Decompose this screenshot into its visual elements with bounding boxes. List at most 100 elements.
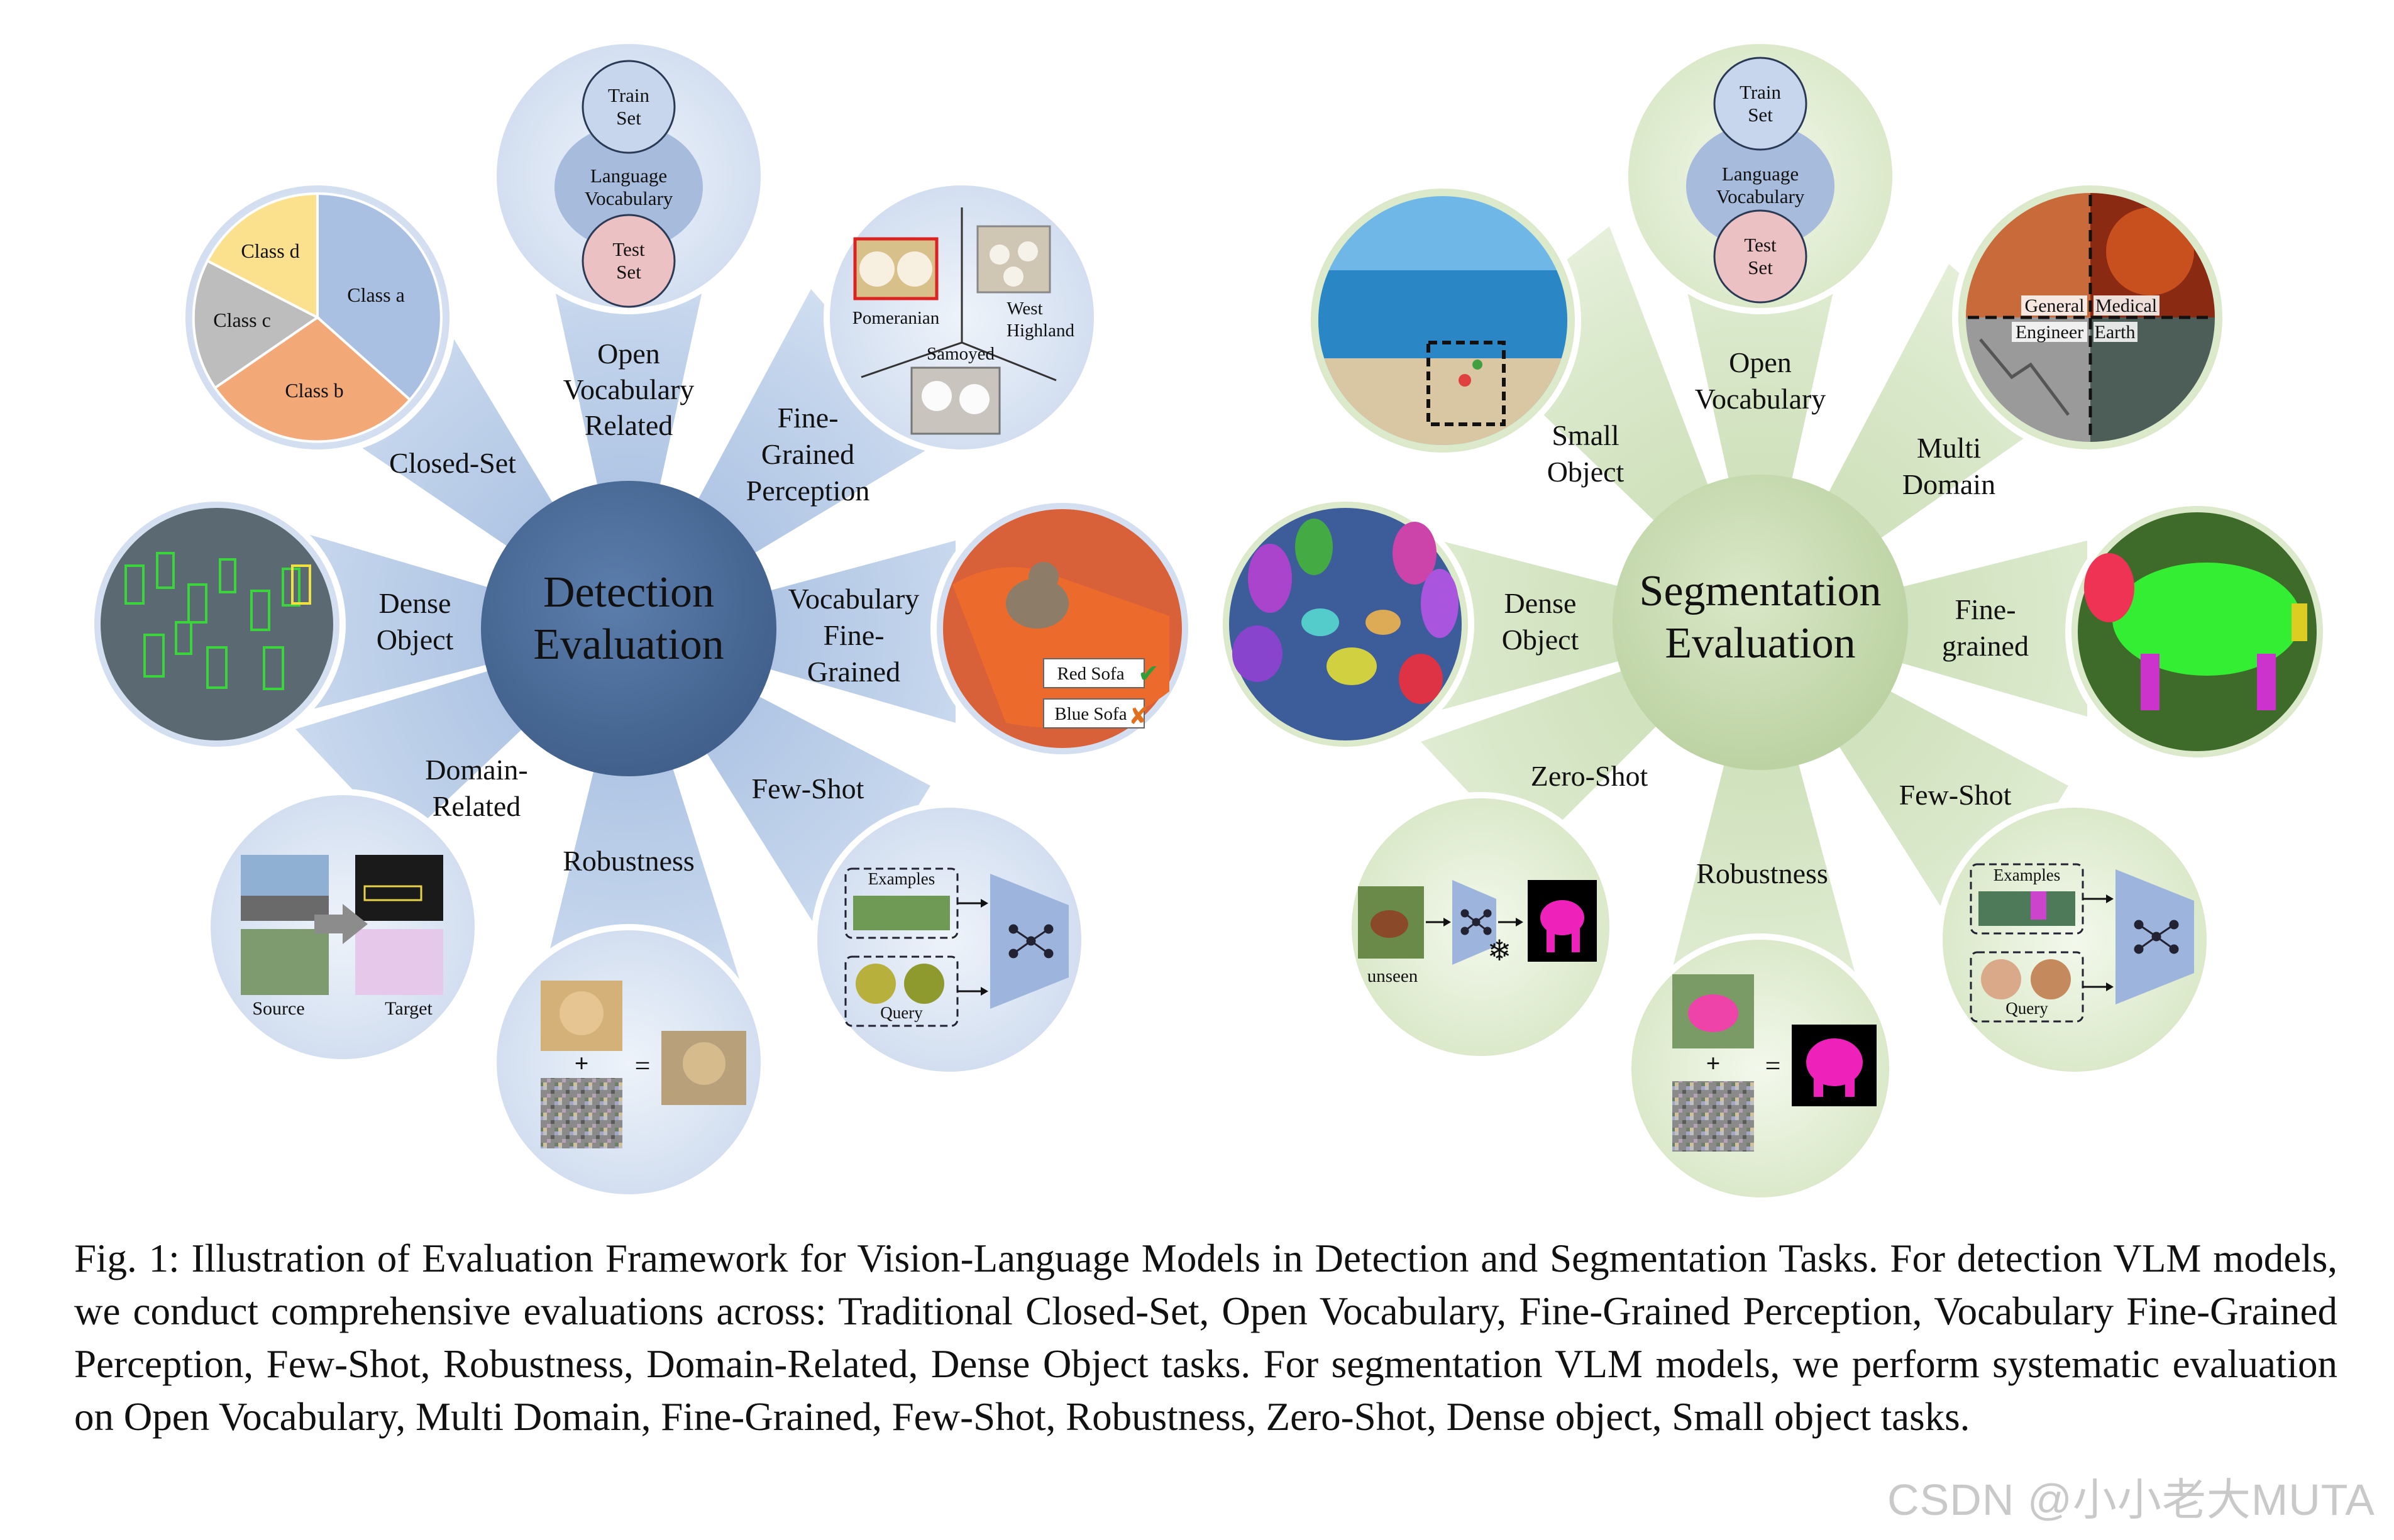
det-center-line2: Evaluation: [533, 620, 724, 669]
pie-label-class-d: Class d: [241, 239, 299, 262]
crowd-image: [101, 508, 333, 740]
seg-petal-robustness: [1660, 622, 1867, 1018]
seg-robust-equals-sign: =: [1765, 1050, 1781, 1081]
domain-earth: Earth: [2095, 322, 2136, 343]
snowflake-icon: ❄: [1487, 935, 1512, 967]
det-label-few-shot: Few-Shot: [752, 773, 864, 805]
seg-center-line1: Segmentation: [1640, 567, 1882, 615]
det-label-vocfine-line2: Fine-: [823, 619, 884, 651]
det-petal-dense: [308, 534, 629, 710]
seg-label-open-line1: Open: [1729, 346, 1792, 378]
det-few-shot-node: Examples Query: [811, 801, 1088, 1078]
breed-samoyed: Samoyed: [927, 344, 995, 364]
seg-label-fine-line2: grained: [1942, 630, 2029, 662]
seg-label-zero-shot: Zero-Shot: [1531, 760, 1648, 792]
det-label-open-line2: Vocabulary: [563, 373, 695, 405]
det-label-vocfine-line3: Grained: [807, 656, 900, 688]
seg-few-shot-examples-label: Examples: [1994, 866, 2060, 884]
query-bird-1: [856, 964, 896, 1004]
seg-multi-domain-node: General Medical Engineer Earth: [1952, 179, 2229, 456]
breed-west-line2: Highland: [1007, 321, 1074, 341]
robust-plus-sign: +: [575, 1049, 589, 1077]
sofa-red-check-icon: ✔: [1138, 659, 1159, 688]
pie-slice-class-c: [192, 259, 320, 390]
sofa-blue-label: Blue Sofa: [1054, 704, 1127, 724]
det-label-robustness: Robustness: [563, 845, 695, 877]
venn-test-line1: Test: [612, 238, 645, 260]
det-label-domain-line2: Related: [433, 790, 521, 822]
det-center-line1: Detection: [543, 568, 714, 617]
seg-fine-grained-node: [2065, 500, 2329, 764]
det-dense-node: [88, 495, 346, 753]
seg-query-dog-1: [1981, 959, 2021, 999]
zero-shot-unseen-label: unseen: [1367, 966, 1418, 986]
seg-label-multi-line2: Domain: [1902, 468, 1995, 500]
examples-image: [853, 896, 950, 930]
seg-label-robustness: Robustness: [1696, 857, 1828, 889]
seg-center-line2: Evaluation: [1665, 619, 1855, 668]
seg-small-object-node: [1305, 182, 1581, 459]
seg-label-small-line2: Object: [1547, 456, 1624, 488]
seg-examples-image: [1978, 891, 2075, 926]
domain-medical: Medical: [2095, 295, 2157, 316]
seg-petal-dense: [1440, 541, 1760, 710]
seg-label-multi-line1: Multi: [1917, 432, 1981, 464]
det-label-fine-line1: Fine-: [777, 402, 838, 434]
det-label-dense-line2: Object: [377, 624, 454, 656]
target-night-image: [355, 855, 443, 921]
det-label-fine-line3: Perception: [746, 475, 870, 507]
figure-caption: Fig. 1: Illustration of Evaluation Frame…: [74, 1236, 2337, 1439]
det-label-domain-line1: Domain-: [425, 754, 528, 786]
venn-train-line1: Train: [608, 84, 650, 106]
domain-arrow-icon: [314, 904, 368, 944]
domain-source-label: Source: [252, 998, 304, 1019]
seg-label-fine-line1: Fine-: [1955, 593, 2016, 625]
pie-label-class-c: Class c: [213, 309, 271, 331]
venn-train-line2: Set: [616, 107, 641, 129]
seg-zero-shot-node: unseen ❄: [1345, 792, 1616, 1062]
csdn-watermark: CSDN @小小老大MUTA: [1887, 1475, 2375, 1524]
det-label-fine-line2: Grained: [761, 438, 854, 470]
domain-general: General: [2025, 295, 2085, 316]
domain-engineer: Engineer: [2016, 322, 2083, 343]
target-art-image: [355, 929, 443, 995]
seg-center-circle: [1613, 475, 1908, 770]
sofa-blue-cross-icon: ✘: [1128, 703, 1149, 730]
breed-west-line1: West: [1007, 299, 1042, 319]
robust-equals-sign: =: [635, 1050, 651, 1081]
det-open-vocab-node: Train Set Language Vocabulary Test Set: [490, 38, 767, 314]
seg-label-few-shot: Few-Shot: [1899, 779, 2012, 811]
seg-venn-train-line2: Set: [1748, 104, 1773, 126]
det-label-dense-line1: Dense: [379, 587, 451, 619]
seg-petal-fine: [1760, 541, 2087, 717]
det-petal-vocab-fine: [629, 541, 956, 723]
det-fine-grained-node: Pomeranian West Highland Samoyed: [824, 179, 1100, 456]
venn-language-line1: Language: [590, 165, 667, 187]
source-tree-image: [241, 929, 329, 995]
det-closed-set-node: Class a Class b Class c Class d: [179, 179, 456, 456]
det-domain-node: Source Target: [204, 789, 481, 1065]
seg-open-vocab-node: Train Set Language Vocabulary Test Set: [1622, 38, 1899, 314]
det-label-closed-set: Closed-Set: [389, 447, 516, 479]
seg-label-open-line2: Vocabulary: [1695, 383, 1826, 415]
pie-label-class-a: Class a: [347, 283, 405, 306]
seg-noise-image: [1672, 1081, 1754, 1152]
noise-image: [541, 1078, 622, 1148]
det-petal-robustness: [541, 629, 742, 987]
pie-slice-class-a: [316, 192, 443, 402]
det-label-open-line3: Related: [585, 409, 673, 441]
few-shot-examples-label: Examples: [868, 869, 935, 888]
venn-language-line2: Vocabulary: [585, 187, 673, 209]
det-center-circle: [481, 481, 776, 776]
seg-venn-language-line1: Language: [1722, 163, 1799, 185]
seg-venn-train-line1: Train: [1740, 81, 1782, 103]
seg-few-shot-query-label: Query: [2005, 999, 2048, 1018]
seg-venn-test-line2: Set: [1748, 256, 1773, 278]
det-vocab-fine-node: Red Sofa ✔ Blue Sofa ✘: [930, 497, 1194, 761]
pie-label-class-b: Class b: [285, 379, 343, 402]
seg-robustness-node: + =: [1625, 933, 1895, 1204]
pie-slice-class-b: [213, 316, 412, 443]
domain-target-label: Target: [385, 998, 433, 1019]
seg-label-small-line1: Small: [1552, 419, 1619, 451]
pie-slice-class-d: [206, 192, 319, 320]
